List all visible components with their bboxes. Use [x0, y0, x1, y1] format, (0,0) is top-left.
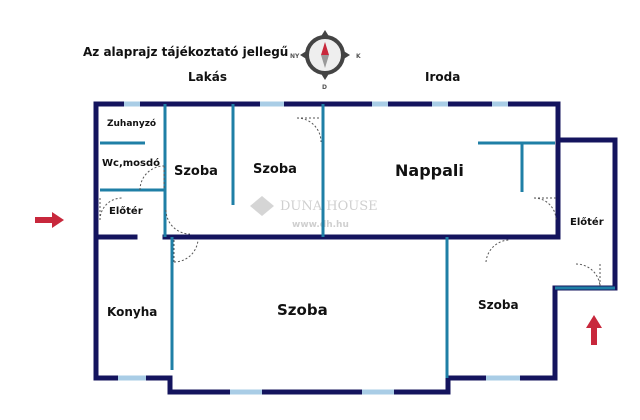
compass-east: K [356, 53, 361, 60]
room-szoba-big: Szoba [277, 301, 328, 319]
compass-south: D [322, 84, 327, 91]
outer-walls [93, 101, 618, 395]
room-eloter-right: Előtér [570, 216, 604, 228]
entrance-arrow-bottom-icon [586, 315, 602, 345]
plan-disclaimer: Az alaprajz tájékoztató jellegű [83, 45, 288, 59]
watermark-brand: DUNA HOUSE [280, 199, 378, 214]
doors [99, 117, 601, 287]
compass-west: NY [290, 53, 300, 60]
room-konyha: Konyha [107, 305, 157, 319]
inner-walls [100, 104, 615, 378]
entrance-arrow-left-icon [35, 212, 64, 228]
room-szoba-small: Szoba [174, 164, 218, 179]
room-nappali: Nappali [395, 161, 464, 180]
compass-icon: NY K D [290, 30, 361, 91]
room-szoba-mid: Szoba [253, 162, 297, 177]
section-lakas: Lakás [188, 70, 227, 84]
windows [118, 101, 520, 395]
room-wc: Wc,mosdó [102, 157, 160, 169]
section-iroda: Iroda [425, 70, 460, 84]
watermark-url: www.dh.hu [292, 220, 349, 230]
duna-house-watermark: DUNA HOUSE www.dh.hu [250, 196, 378, 230]
room-szoba-right: Szoba [478, 298, 519, 312]
room-eloter-left: Előtér [109, 205, 143, 217]
room-zuhanyzo: Zuhanyzó [107, 118, 156, 129]
